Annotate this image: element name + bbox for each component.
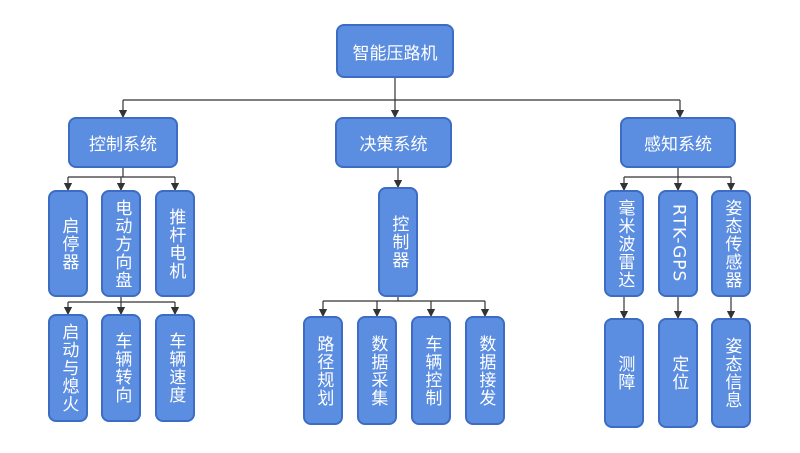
- node-path-planning: 路径规划: [303, 316, 343, 425]
- node-vehicle-speed: 车辆速度: [155, 314, 195, 422]
- root-node: 智能压路机: [336, 24, 454, 78]
- node-qitingqi: 启停器: [48, 190, 88, 297]
- node-positioning: 定位: [658, 318, 698, 428]
- node-controller: 控制器: [378, 187, 418, 297]
- node-attitude-info: 姿态信息: [711, 318, 751, 428]
- node-push-rod-motor: 推杆电机: [155, 190, 195, 297]
- node-data-collection: 数据采集: [357, 316, 397, 425]
- category-control-system: 控制系统: [68, 117, 178, 168]
- node-data-transfer: 数据接发: [465, 316, 505, 425]
- node-rtk-gps: RTK-GPS: [658, 190, 698, 297]
- node-vehicle-control: 车辆控制: [411, 316, 451, 425]
- node-attitude-sensor: 姿态传感器: [711, 190, 751, 297]
- category-decision-system: 决策系统: [335, 117, 452, 168]
- category-perception-system: 感知系统: [620, 117, 736, 168]
- node-start-and-stop: 启动与熄火: [48, 314, 88, 422]
- node-vehicle-steering: 车辆转向: [101, 314, 141, 422]
- node-mmwave-radar: 毫米波雷达: [604, 190, 644, 297]
- node-obstacle-detection: 测障: [604, 318, 644, 428]
- node-electric-steering-wheel: 电动方向盘: [101, 190, 141, 297]
